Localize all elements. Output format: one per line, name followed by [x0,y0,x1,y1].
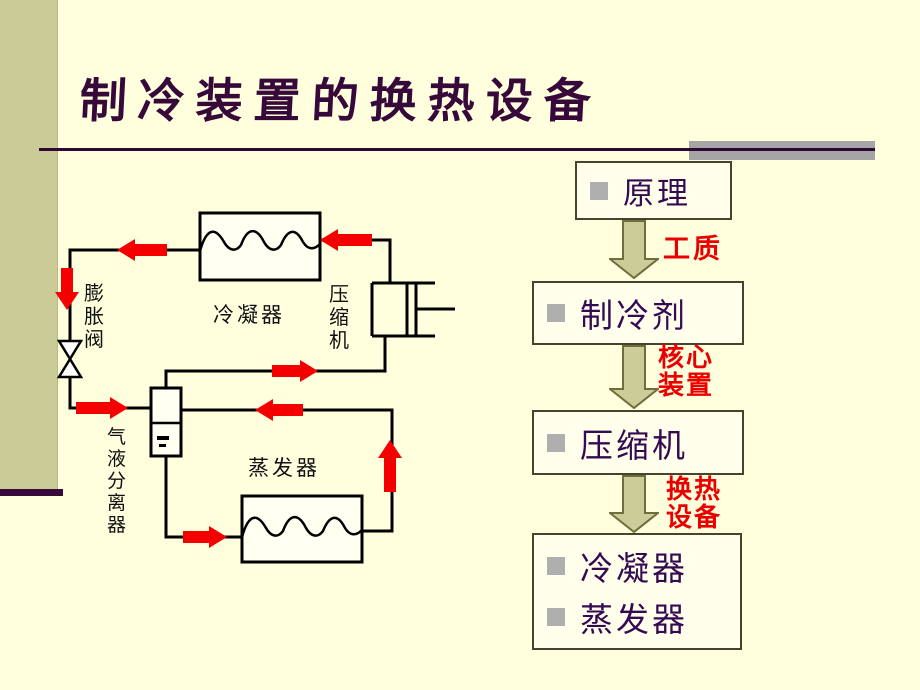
arrow-label-heat-exchange-equipment: 换热 设备 [666,475,723,532]
compressor-label: 压缩机 [329,284,349,352]
condenser-symbol [198,211,322,282]
flow-box-heat-exchangers: 冷凝器 蒸发器 [532,533,742,650]
condenser-coil-icon [198,229,321,252]
sidebar-purple-cap [0,489,63,496]
bullet-icon [547,304,565,322]
arrow-right-to-evaporator-icon [183,526,227,548]
flow-box-compressor: 压缩机 [532,410,744,475]
evaporator-item-label: 蒸发器 [580,602,688,639]
arrow-up-from-evaporator-icon [378,440,402,492]
bullet-icon [590,181,608,200]
evaporator-label: 蒸发器 [248,456,320,480]
expansion-valve-label: 膨胀阀 [84,283,104,351]
flow-box-refrigerant: 制冷剂 [532,281,744,345]
refrigeration-cycle-diagram [55,211,455,564]
list-item: 蒸发器 [547,593,740,641]
down-block-arrow-icon [609,345,659,409]
arrow-label-core-device: 核心 装置 [658,343,715,400]
bullet-icon [547,433,565,452]
down-block-arrow-icon [609,220,659,279]
condenser-item-label: 冷凝器 [580,552,688,589]
evaporator-symbol [240,494,364,564]
down-block-arrow-icon [609,475,659,533]
bullet-icon [547,557,565,576]
evaporator-coil-icon [240,515,363,538]
flow-box-principle: 原理 [575,161,732,220]
separator-symbol [149,386,183,458]
title-underline [39,148,875,151]
gas-liquid-separator-label: 气液分离器 [107,427,127,536]
flow-box-compressor-label: 压缩机 [580,428,688,465]
condenser-label: 冷凝器 [213,303,285,327]
arrow-left-to-valve-icon [117,239,167,261]
arrow-label-working-fluid: 工质 [663,234,723,264]
arrow-right-to-compressor-icon [272,360,318,382]
compressor-symbol [370,281,455,338]
left-sidebar-decoration [0,0,58,489]
bullet-icon [547,607,565,626]
slide-title: 制冷装置的换热设备 [78,74,604,129]
arrow-left-into-condenser-icon [320,229,372,251]
arrow-right-to-separator-icon [76,397,128,419]
arrow-left-from-evaporator-icon [255,399,303,421]
flow-direction-arrows [55,229,402,548]
expansion-valve-symbol [56,339,84,379]
list-item: 冷凝器 [547,542,740,590]
flow-box-principle-label: 原理 [623,176,691,211]
arrow-down-valve-icon [55,268,79,310]
flow-box-refrigerant-label: 制冷剂 [580,299,688,335]
